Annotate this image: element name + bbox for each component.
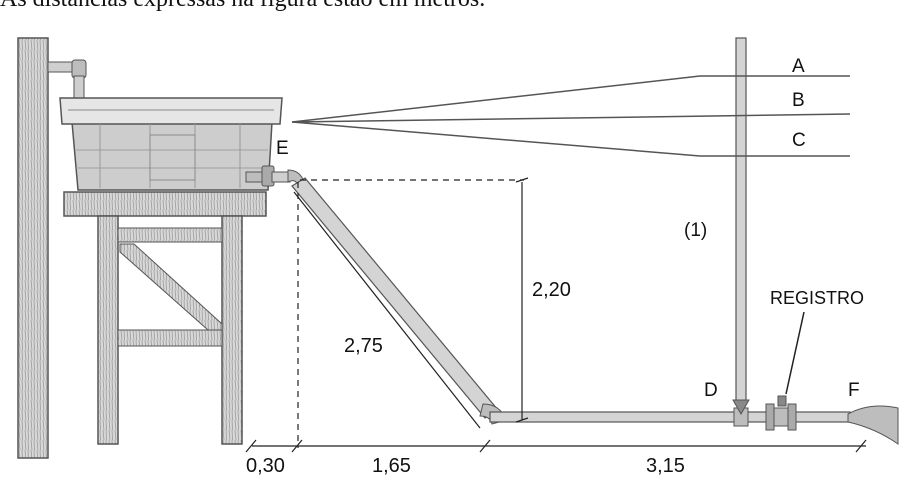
dimension-lines	[245, 177, 867, 453]
outlet-fitting	[245, 165, 305, 187]
label-a: A	[792, 56, 805, 77]
water-tank	[59, 97, 283, 191]
label-f: F	[848, 380, 860, 401]
dim-bottom-right: 3,15	[646, 455, 685, 475]
wall	[17, 37, 49, 459]
inlet-pipe	[47, 59, 87, 99]
dim-diagonal: 2,75	[344, 335, 383, 357]
label-c: C	[792, 130, 806, 151]
vertical-pipe-1	[732, 37, 750, 416]
label-d: D	[704, 380, 718, 401]
dim-bottom-middle: 1,65	[372, 455, 411, 475]
label-e: E	[276, 138, 289, 159]
horizontal-pipe	[489, 395, 899, 445]
dim-vertical: 2,20	[532, 279, 571, 301]
tank-stand	[63, 191, 267, 445]
level-lines	[291, 75, 851, 157]
label-b: B	[792, 90, 805, 111]
dim-bottom-left: 0,30	[246, 455, 285, 475]
labels: A B C E (1) REGISTRO D F 2,20 2,75 0,30 …	[246, 56, 864, 477]
label-registro: REGISTRO	[770, 288, 864, 308]
diagonal-pipe	[291, 177, 507, 425]
registro-pointer	[785, 311, 805, 395]
header-text: As distâncias expressas na figura estão …	[0, 0, 904, 20]
label-pipe-1: (1)	[684, 220, 707, 241]
